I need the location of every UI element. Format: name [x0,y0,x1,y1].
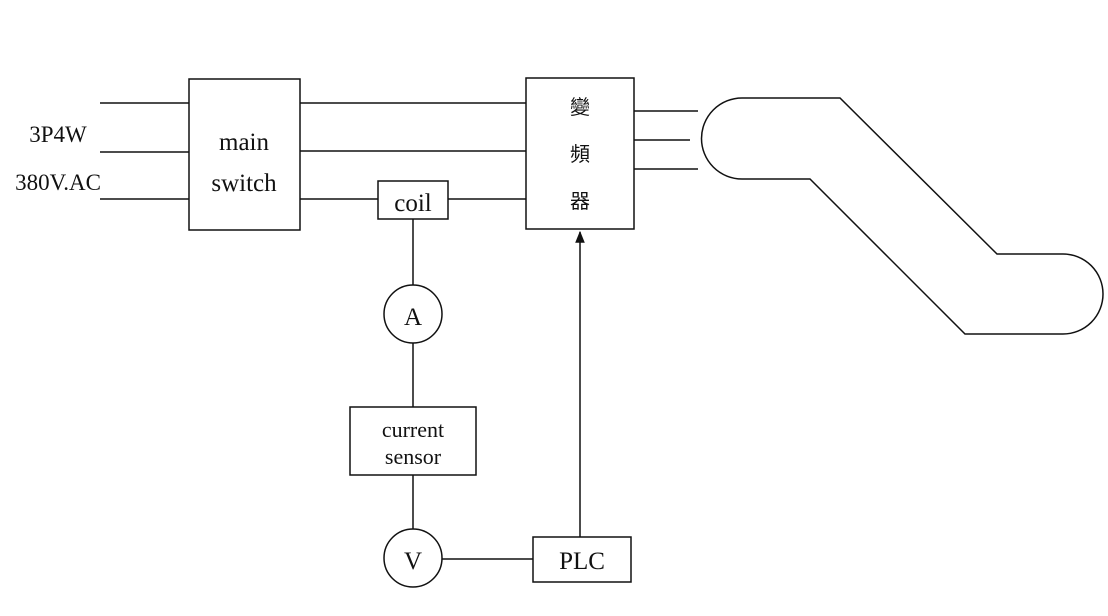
coil-label: coil [394,190,432,217]
inverter-block: 變 頻 器 [525,77,635,230]
main-switch-label-line1: main [219,129,269,156]
supply-phase-label: 3P4W [29,122,87,147]
main-switch-label-line2: switch [211,170,277,197]
conveyor-belt [700,97,1104,335]
ammeter: A [383,284,443,344]
voltmeter-label: V [404,548,422,575]
coil-block: coil [377,180,449,220]
inverter-output-lines [634,110,698,170]
voltmeter: V [383,528,443,588]
current-sensor-label-line2: sensor [385,444,442,469]
ammeter-label: A [404,304,422,331]
switch-to-inverter-lines [300,102,526,200]
inverter-label-char3: 器 [570,189,590,213]
plc-label: PLC [559,548,605,575]
plc-block: PLC [532,536,632,583]
current-sensor-label-line1: current [382,417,444,442]
current-sensor-block: current sensor [349,406,477,476]
inverter-label-char2: 頻 [570,142,590,166]
supply-input-lines [100,102,189,200]
inverter-label-char1: 變 [570,95,590,119]
main-switch-block: main switch [188,78,301,231]
supply-voltage-label: 380V.AC [15,170,101,195]
